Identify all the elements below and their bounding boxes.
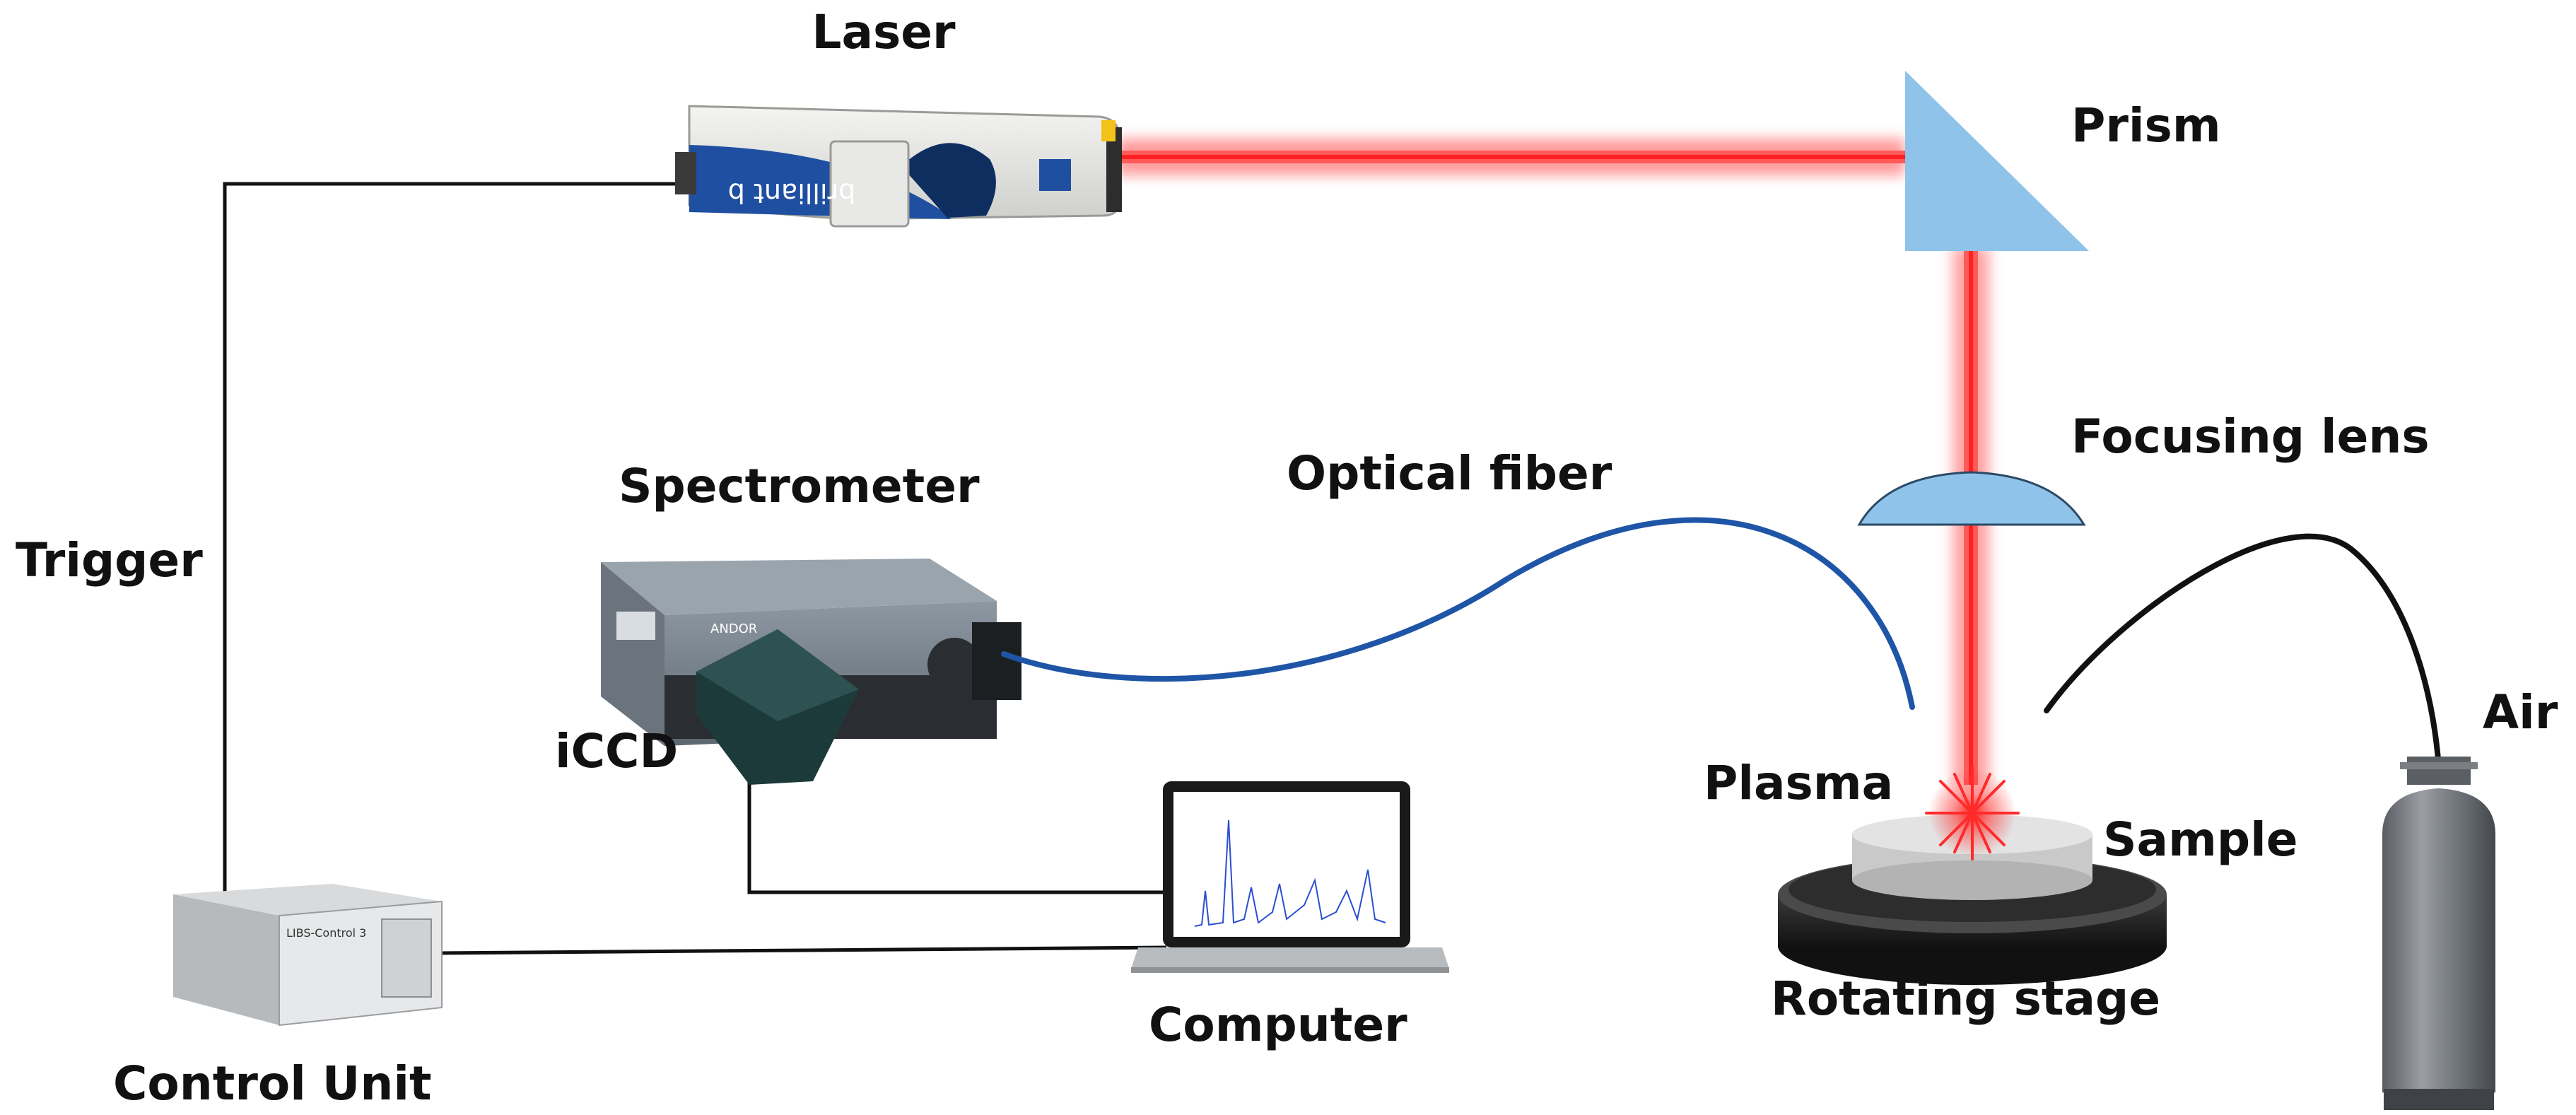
laser-device: brilliant b: [675, 105, 1122, 228]
label-spectrometer: Spectrometer: [619, 459, 980, 513]
computer-cable: [439, 945, 1167, 955]
label-optical-fiber: Optical fiber: [1287, 446, 1612, 501]
label-laser: Laser: [812, 5, 956, 59]
optical-fiber: [1001, 517, 1915, 710]
spectrum-plot-icon: [1194, 819, 1386, 927]
gas-line: [2044, 533, 2442, 770]
label-air: Air: [2483, 685, 2558, 740]
label-focusing-lens: Focusing lens: [2071, 409, 2430, 464]
spectrometer-brand: ANDOR: [710, 621, 757, 636]
label-iccd: iCCD: [555, 724, 678, 778]
air-cylinder: [2382, 757, 2495, 1110]
control-unit-brand: LIBS-Control 3: [286, 926, 366, 940]
iccd-device: [696, 629, 859, 785]
label-plasma: Plasma: [1704, 756, 1893, 810]
control-unit-device: LIBS-Control 3: [173, 884, 443, 1027]
label-sample: Sample: [2103, 812, 2297, 867]
label-control-unit: Control Unit: [113, 1056, 432, 1111]
label-trigger: Trigger: [16, 533, 203, 588]
computer-device: [1131, 781, 1449, 973]
plasma-spark: [1925, 766, 2020, 860]
trigger-cable: [223, 182, 682, 892]
iccd-cable: [747, 746, 1168, 894]
label-rotating-stage: Rotating stage: [1771, 971, 2160, 1026]
prism-shape: [1905, 71, 2089, 251]
laser-brand: brilliant b: [728, 177, 855, 209]
label-computer: Computer: [1149, 998, 1407, 1052]
label-prism: Prism: [2071, 98, 2221, 153]
focusing-lens-shape: [1857, 471, 2086, 526]
